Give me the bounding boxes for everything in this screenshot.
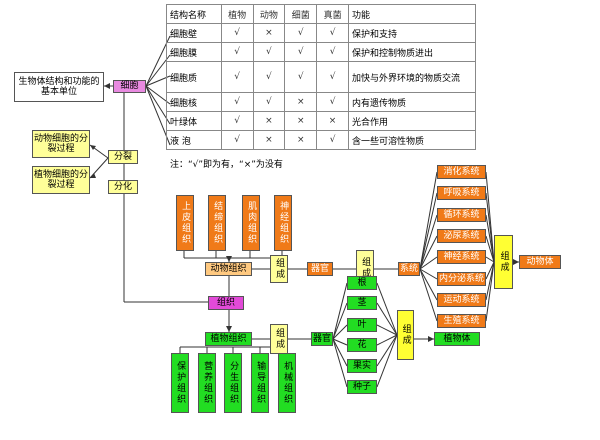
table-cell: √ <box>220 42 254 62</box>
plant-tissue-box: 植物组织 <box>205 332 252 346</box>
table-cell: 保护和控制物质进出 <box>348 42 476 62</box>
table-cell: 细胞质 <box>166 61 222 93</box>
table-row: 细胞核 √ √ × √ 内有遗传物质 <box>166 92 476 112</box>
table-cell: √ <box>316 92 349 112</box>
table-note: 注：“√”即为有，“×”为没有 <box>170 160 283 170</box>
table-cell: √ <box>220 92 254 112</box>
table-cell: × <box>284 92 318 112</box>
table-header: 结构名称 <box>166 4 222 24</box>
system-item: 神经系统 <box>437 250 486 264</box>
table-cell: √ <box>252 61 286 93</box>
organ-item: 茎 <box>347 296 377 310</box>
table-cell: × <box>316 111 349 131</box>
plant-tissue-item: 输导组织 <box>251 353 269 413</box>
organ-item: 种子 <box>347 380 377 394</box>
table-cell: 保护和支持 <box>348 23 476 43</box>
system-item: 内分泌系统 <box>437 272 486 286</box>
table-header: 植物 <box>220 4 254 24</box>
table-cell: √ <box>220 61 254 93</box>
animal-system-box: 系统 <box>398 262 420 276</box>
system-item: 泌尿系统 <box>437 229 486 243</box>
table-cell: 光合作用 <box>348 111 476 131</box>
animal-tissue-item: 肌肉组织 <box>242 195 260 251</box>
table-cell: × <box>252 130 286 150</box>
table-row: 细胞质 √ √ √ √ 加快与外界环境的物质交流 <box>166 61 476 93</box>
table-cell: 细胞壁 <box>166 23 222 43</box>
table-cell: √ <box>316 23 349 43</box>
table-row: 细胞膜 √ √ √ √ 保护和控制物质进出 <box>166 42 476 62</box>
plant-tissue-item: 分生组织 <box>224 353 242 413</box>
table-cell: × <box>252 23 286 43</box>
table-cell: √ <box>220 130 254 150</box>
fenhua-box: 分化 <box>108 180 138 194</box>
animal-tissue-item: 结缔组织 <box>208 195 226 251</box>
table-cell: √ <box>316 61 349 93</box>
table-cell: 细胞膜 <box>166 42 222 62</box>
animal-tissue-item: 上皮组织 <box>176 195 194 251</box>
organ-item: 叶 <box>347 318 377 332</box>
plant-tissue-item: 营养组织 <box>198 353 216 413</box>
plant-tissue-item: 机械组织 <box>278 353 296 413</box>
table-cell: √ <box>284 23 318 43</box>
table-cell: √ <box>220 111 254 131</box>
plant-zucheng-1: 组成 <box>270 324 288 354</box>
table-row: 细胞壁 √ × √ √ 保护和支持 <box>166 23 476 43</box>
table-cell: √ <box>220 23 254 43</box>
table-cell: √ <box>284 61 318 93</box>
system-item: 消化系统 <box>437 165 486 179</box>
cell-structure-table: 结构名称 植物 动物 细菌 真菌 功能 细胞壁 √ × √ √ 保护和支持 细胞… <box>166 4 476 150</box>
system-item: 循环系统 <box>437 208 486 222</box>
table-cell: × <box>284 111 318 131</box>
table-cell: √ <box>252 42 286 62</box>
animal-body-box: 动物体 <box>519 255 561 269</box>
table-row: 叶绿体 √ × × × 光合作用 <box>166 111 476 131</box>
table-cell: 加快与外界环境的物质交流 <box>348 61 476 93</box>
table-row: 液 泡 √ × × √ 含一些可溶性物质 <box>166 130 476 150</box>
table-header: 动物 <box>252 4 286 24</box>
table-header: 细菌 <box>284 4 318 24</box>
basic-unit-label: 生物体结构和功能的基本单位 <box>14 72 104 102</box>
table-cell: 叶绿体 <box>166 111 222 131</box>
table-cell: √ <box>316 42 349 62</box>
table-header-row: 结构名称 植物 动物 细菌 真菌 功能 <box>166 4 476 24</box>
organ-item: 果实 <box>347 359 377 373</box>
table-cell: × <box>284 130 318 150</box>
table-cell: 液 泡 <box>166 130 222 150</box>
animal-zucheng-1: 组成 <box>270 255 288 283</box>
organ-item: 花 <box>347 338 377 352</box>
system-item: 运动系统 <box>437 293 486 307</box>
tissue-box: 组织 <box>208 296 244 310</box>
system-item: 生殖系统 <box>437 314 486 328</box>
table-cell: √ <box>252 92 286 112</box>
cell-box: 细胞 <box>113 80 146 93</box>
animal-division-box: 动物细胞的分裂过程 <box>32 130 90 158</box>
plant-zucheng-2: 组成 <box>397 310 414 360</box>
table-cell: 细胞核 <box>166 92 222 112</box>
system-item: 呼吸系统 <box>437 186 486 200</box>
animal-zucheng-3: 组成 <box>494 235 513 289</box>
plant-division-box: 植物细胞的分裂过程 <box>32 166 90 194</box>
animal-organ-box: 器官 <box>307 262 333 276</box>
table-cell: 含一些可溶性物质 <box>348 130 476 150</box>
animal-tissue-box: 动物组织 <box>205 262 252 276</box>
table-cell: × <box>252 111 286 131</box>
table-header: 真菌 <box>316 4 349 24</box>
plant-tissue-item: 保护组织 <box>171 353 189 413</box>
fenlie-box: 分裂 <box>108 150 138 164</box>
plant-body-box: 植物体 <box>434 332 480 346</box>
table-cell: √ <box>284 42 318 62</box>
plant-organ-box: 器官 <box>311 332 333 346</box>
table-cell: 内有遗传物质 <box>348 92 476 112</box>
table-header: 功能 <box>348 4 476 24</box>
organ-item: 根 <box>347 276 377 290</box>
animal-tissue-item: 神经组织 <box>274 195 292 251</box>
table-cell: √ <box>316 130 349 150</box>
